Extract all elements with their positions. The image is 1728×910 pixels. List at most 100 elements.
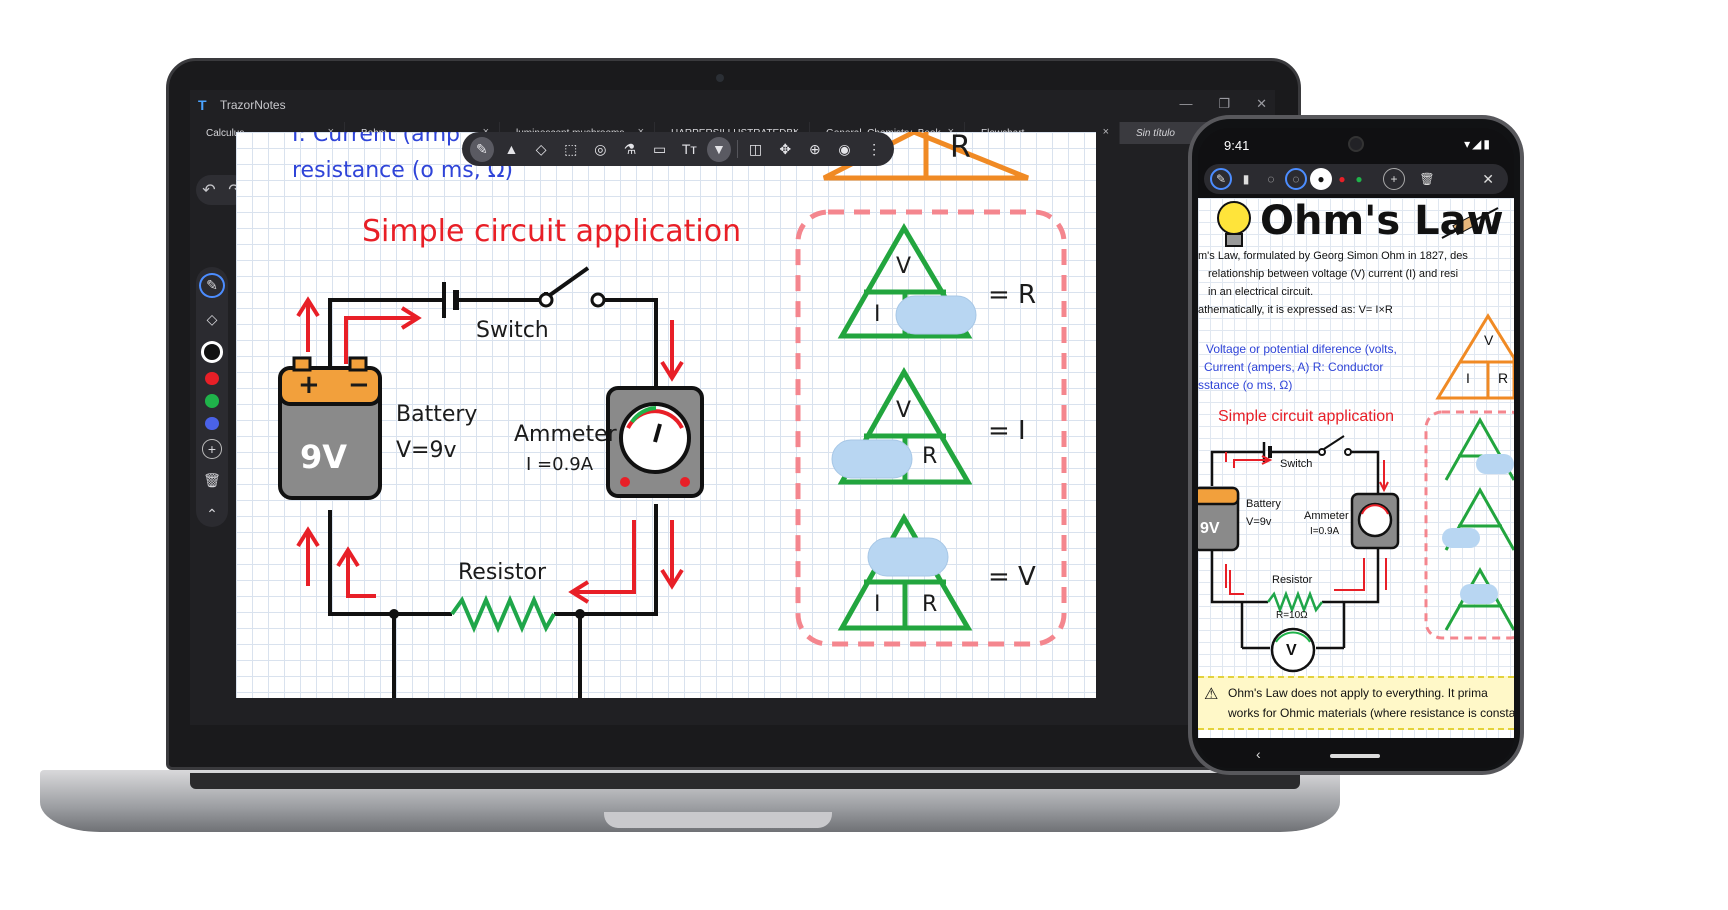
add-icon[interactable]: + <box>1383 168 1405 190</box>
back-icon[interactable]: ‹ <box>1256 746 1261 762</box>
eraser-icon[interactable]: ◇ <box>535 140 547 157</box>
color-green-swatch[interactable] <box>205 394 219 408</box>
pen-toolbar: ✎ ▲ ◇ ⬚ ◎ ⚗ ▭ Tт ▼ ◫ ✥ ⊕ ◉ ⋮ <box>462 132 894 166</box>
note-canvas[interactable]: I: Current (amp resistance (o ms, Ω) Sim… <box>236 132 1096 698</box>
battery-minus: − <box>348 370 370 400</box>
window-controls: — ❐ ✕ <box>1179 96 1267 112</box>
intro-line: relationship between voltage (V) current… <box>1208 268 1459 280</box>
phone-toolbar: ✎ ▮ ◌ ◌ ● ● ● + 🗑 ✕ <box>1204 164 1508 194</box>
color-green-swatch[interactable]: ● <box>1355 172 1363 186</box>
definition-line: Current (ampers, A) R: Conductor <box>1204 360 1384 374</box>
delete-icon[interactable]: 🗑 <box>203 471 221 488</box>
voltmeter-face: V <box>1286 642 1297 659</box>
maximize-button[interactable]: ❐ <box>1218 96 1231 111</box>
note-title: Ohm's Law <box>1260 198 1504 244</box>
triangle-3-left: I <box>874 592 881 617</box>
triangle-v: V <box>1484 332 1494 348</box>
status-icons: ▾◢▮ <box>1464 137 1492 151</box>
resistor-label: Resistor <box>458 560 546 585</box>
battery-value: V=9v <box>396 438 457 463</box>
color-black-swatch[interactable]: ● <box>1310 168 1332 190</box>
resistor-value: R=10Ω <box>1276 610 1308 621</box>
tool-rail: ✎ ◇ + 🗑 ⌃ <box>196 267 228 527</box>
battery-label: Battery <box>396 402 478 427</box>
delete-icon[interactable]: 🗑 <box>1419 172 1435 186</box>
tab-close-icon[interactable]: × <box>1102 126 1109 138</box>
color-red-swatch[interactable]: ● <box>1338 172 1346 186</box>
tab-label: Sin título <box>1136 127 1175 139</box>
ammeter-label: Ammeter <box>1304 510 1349 522</box>
more-icon[interactable]: ⋮ <box>867 140 882 157</box>
triangle-1-left: I <box>874 302 881 327</box>
triangle-3-right: R <box>922 592 938 617</box>
close-icon[interactable]: ✕ <box>1482 170 1494 187</box>
zoom-icon[interactable]: ⊕ <box>808 140 821 157</box>
tab-label: Calculus <box>206 127 245 139</box>
status-time: 9:41 <box>1224 138 1250 153</box>
intro-line: athematically, it is expressed as: V= I×… <box>1198 304 1393 316</box>
phone-screen: 9:41 ▾◢▮ ✎ ▮ ◌ ◌ ● ● ● + 🗑 ✕ <box>1198 128 1514 768</box>
ammeter-label: Ammeter <box>514 422 617 447</box>
definition-line: sstance (o ms, Ω) <box>1198 378 1293 392</box>
triangle-1-top: V <box>896 254 912 279</box>
intro-line: in an electrical circuit. <box>1208 286 1314 298</box>
home-handle[interactable] <box>1330 754 1380 758</box>
android-nav-bar: ‹ <box>1198 740 1514 768</box>
warning-line: works for Ohmic materials (where resista… <box>1228 706 1514 720</box>
ruler-icon[interactable]: ▭ <box>653 140 667 157</box>
laptop-camera <box>716 74 724 82</box>
undo-icon[interactable]: ↶ <box>202 182 216 199</box>
intro-line: m's Law, formulated by Georg Simon Ohm i… <box>1198 250 1468 262</box>
lasso-select-icon[interactable]: ⬚ <box>564 140 578 157</box>
color-black-swatch[interactable] <box>201 341 223 363</box>
stamp-icon[interactable]: ⚗ <box>623 140 637 157</box>
pen-icon[interactable]: ✎ <box>1210 168 1232 190</box>
lasso-icon[interactable]: ◌ <box>1285 168 1307 190</box>
marker-icon[interactable]: ▮ <box>1242 172 1250 186</box>
triangle-2-result: = I <box>988 416 1026 446</box>
layout-icon[interactable]: ◫ <box>748 140 763 157</box>
laptop-hinge <box>190 773 1300 789</box>
switch-label: Switch <box>1280 458 1313 470</box>
circuit-subtitle: Simple circuit application <box>1218 408 1395 425</box>
ammeter-value: I=0.9A <box>1310 526 1340 537</box>
close-window-button[interactable]: ✕ <box>1256 96 1267 111</box>
toolbar-divider <box>736 140 738 158</box>
circuit-drawing <box>278 132 1067 698</box>
warning-line: Ohm's Law does not apply to everything. … <box>1228 686 1488 700</box>
text-icon[interactable]: Tт <box>681 141 697 157</box>
app-logo-icon: T <box>198 97 207 113</box>
shapes-icon[interactable]: ◎ <box>594 140 607 157</box>
collapse-icon[interactable]: ⌃ <box>206 505 218 522</box>
laptop-notch <box>604 812 832 828</box>
minimize-button[interactable]: — <box>1179 96 1193 111</box>
warning-callout: ⚠ Ohm's Law does not apply to everything… <box>1198 676 1514 730</box>
move-icon[interactable]: ✥ <box>779 140 792 157</box>
pen-icon[interactable]: ✎ <box>470 136 494 162</box>
color-blue-swatch[interactable] <box>205 416 219 431</box>
canvas-text-line: I: Current (amp <box>292 132 460 147</box>
triangle-r: R <box>1498 370 1509 386</box>
battery-value: V=9v <box>1246 516 1272 528</box>
status-bar: 9:41 ▾◢▮ <box>1198 128 1514 158</box>
resistor-label: Resistor <box>1272 574 1313 586</box>
triangle-2-right: R <box>922 444 938 469</box>
eraser-icon[interactable]: ◌ <box>1267 172 1275 186</box>
battery-face: 9V <box>300 438 348 476</box>
color-dropdown-icon[interactable]: ▼ <box>707 136 731 162</box>
search-icon[interactable]: ◉ <box>838 140 851 157</box>
app-name: TrazorNotes <box>220 98 286 112</box>
color-red-swatch[interactable] <box>205 371 219 386</box>
pen-tool-button[interactable]: ✎ <box>199 273 225 299</box>
top-triangle-r: R <box>950 132 971 165</box>
battery-plus: + <box>298 370 320 400</box>
triangle-i: I <box>1466 370 1470 386</box>
phone-drawing <box>1198 201 1514 673</box>
phone-note-canvas[interactable]: Ohm's Law m's Law, formulated by Georg S… <box>1198 198 1514 738</box>
add-color-icon[interactable]: + <box>202 439 222 459</box>
highlighter-icon[interactable]: ▲ <box>504 141 519 157</box>
eraser-tool-button[interactable]: ◇ <box>206 311 218 328</box>
battery-label: Battery <box>1246 498 1281 510</box>
canvas-title: Simple circuit application <box>362 214 742 249</box>
triangle-3-result: = V <box>988 562 1036 592</box>
